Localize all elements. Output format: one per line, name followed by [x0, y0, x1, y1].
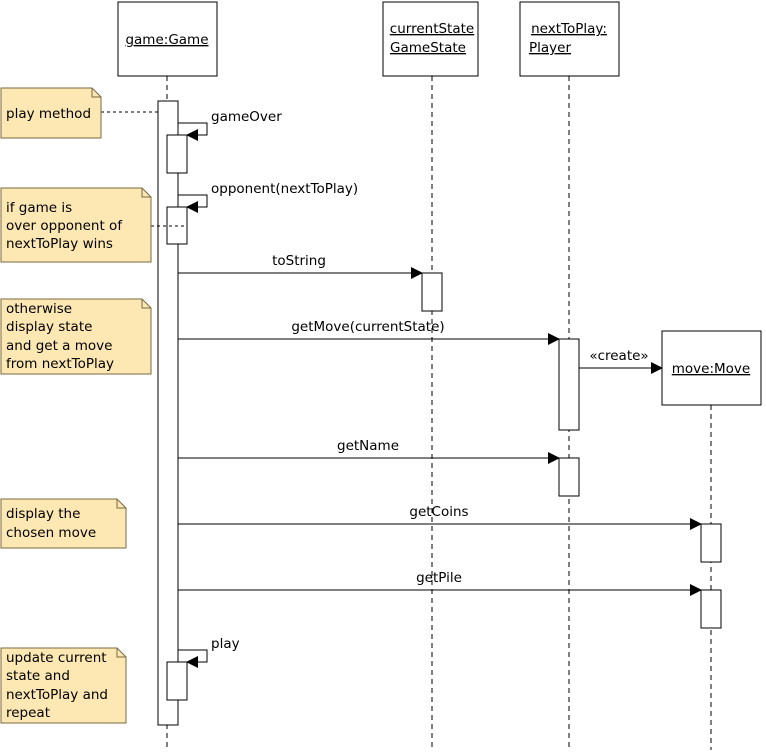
message-getmove-label: getMove(currentState) — [291, 319, 444, 335]
message-getcoins-label: getCoins — [409, 504, 468, 520]
message-opponent-arrow — [178, 194, 208, 213]
message-getpile-label: getPile — [416, 570, 462, 586]
note-update-line-3: nextToPlay and — [6, 687, 108, 703]
note-game-over[interactable]: if game is over opponent of nextToPlay w… — [0, 187, 152, 263]
note-otherwise-line-1: otherwise — [6, 301, 72, 317]
note-update[interactable]: update current state and nextToPlay and … — [0, 647, 127, 724]
message-tostring-label: toString — [272, 253, 326, 269]
note-update-line-1: update current — [6, 650, 107, 666]
note-display-move-line-2: chosen move — [6, 525, 96, 541]
message-play-label: play — [211, 636, 240, 652]
note-game-over-line-1: if game is — [6, 200, 72, 216]
activation-game-main — [157, 100, 179, 726]
lifeline-game[interactable]: game:Game — [117, 1, 218, 77]
message-getname-label: getName — [337, 438, 399, 454]
note-otherwise-line-2: display state — [6, 319, 92, 335]
activation-getcoins — [700, 523, 722, 563]
message-gameover-label: gameOver — [211, 109, 282, 125]
activation-getmove — [558, 338, 580, 431]
activation-play — [166, 661, 188, 701]
note-game-over-line-3: nextToPlay wins — [6, 236, 113, 252]
message-gameover-arrow — [178, 122, 208, 141]
note-game-over-line-2: over opponent of — [6, 218, 123, 234]
lifeline-player[interactable]: nextToPlay: Player — [519, 1, 620, 77]
note-update-line-4: repeat — [6, 705, 50, 721]
lifeline-state[interactable]: currentState GameState — [382, 1, 479, 77]
note-otherwise-line-3: and get a move — [6, 338, 112, 354]
lifeline-state-label-2: GameState — [390, 40, 466, 56]
note-update-line-2: state and — [6, 668, 70, 684]
note-otherwise[interactable]: otherwise display state and get a move f… — [0, 298, 152, 375]
note-display-move-line-1: display the — [6, 506, 80, 522]
message-create-label: «create» — [589, 348, 648, 364]
note-play-method[interactable]: play method — [0, 87, 102, 139]
note-play-method-line-1: play method — [6, 106, 91, 122]
message-opponent-label: opponent(nextToPlay) — [211, 181, 358, 197]
lifeline-move[interactable]: move:Move — [661, 330, 762, 406]
activation-getpile — [700, 589, 722, 629]
activation-gameover — [166, 134, 188, 174]
lifeline-game-label: game:Game — [125, 32, 208, 48]
lifeline-player-label-2: Player — [529, 40, 571, 56]
activation-getname — [558, 457, 580, 497]
lifeline-state-label-1: currentState — [390, 21, 474, 37]
message-play-arrow — [178, 649, 208, 668]
lifeline-player-label-1: nextToPlay: — [531, 21, 607, 37]
activation-tostring — [421, 272, 443, 312]
note-display-move[interactable]: display the chosen move — [0, 498, 127, 549]
note-otherwise-line-4: from nextToPlay — [6, 356, 114, 372]
lifeline-move-label: move:Move — [672, 361, 750, 377]
